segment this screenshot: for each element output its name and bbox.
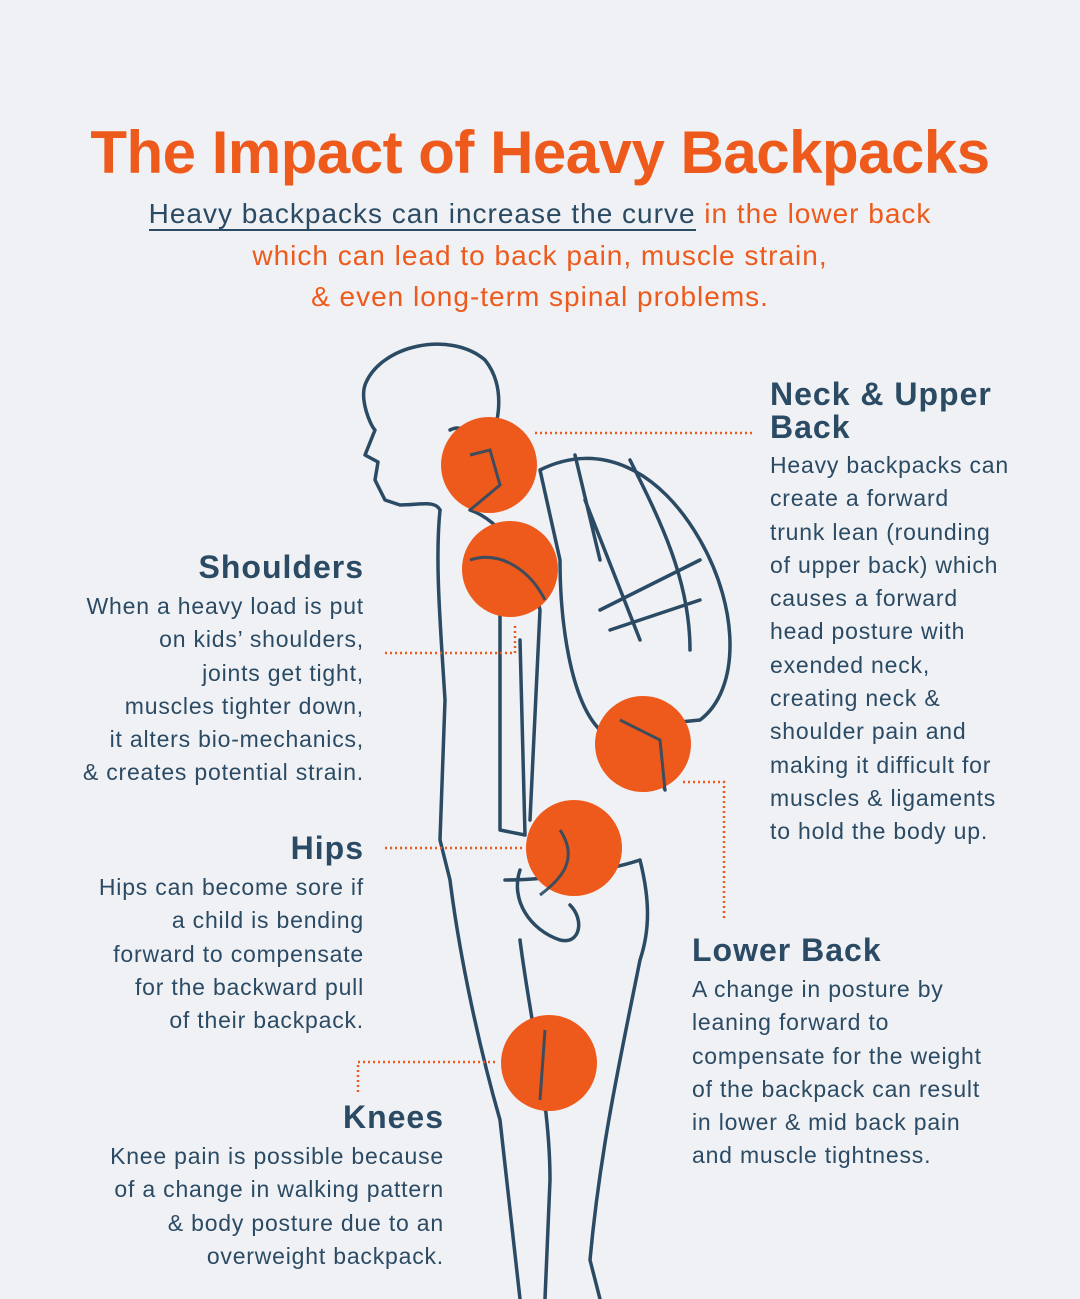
text-line: muscles & ligaments — [770, 784, 997, 811]
subtitle-line1-rest: in the lower back — [695, 198, 932, 229]
text-line: Neck & Upper — [770, 376, 992, 412]
text-line: making it difficult for — [770, 751, 992, 778]
marker-shoulder — [462, 521, 558, 617]
text-line: A change in posture by — [692, 976, 944, 1002]
knees-heading: Knees — [342, 1099, 444, 1135]
shoulders-body: When a heavy load is put on kids’ shoulde… — [83, 590, 364, 790]
text-line: joints get tight, — [202, 659, 364, 686]
leader-lines — [356, 431, 755, 1092]
marker-hip — [526, 800, 622, 896]
knees-body: Knee pain is possible because of a change… — [110, 1140, 444, 1273]
text-line: and muscle tightness. — [692, 1142, 932, 1169]
leader-shoulders — [385, 625, 517, 655]
text-line: exended neck, — [770, 651, 931, 678]
text-line: of their backpack. — [169, 1007, 364, 1034]
section-knees: Knees Knee pain is possible because of a … — [110, 1101, 444, 1273]
section-shoulders: Shoulders When a heavy load is put on kid… — [83, 551, 364, 790]
text-line: Back — [770, 409, 851, 445]
text-line: head posture with — [770, 618, 966, 645]
text-line: of the backpack can result — [692, 1075, 981, 1102]
text-line: forward to compensate — [113, 940, 364, 967]
subtitle: Heavy backpacks can increase the curve i… — [0, 193, 1080, 318]
hips-heading: Hips — [290, 830, 364, 866]
text-line: Hips can become sore if — [98, 874, 364, 900]
section-lower-back: Lower Back A change in posture by leaning… — [692, 934, 982, 1173]
subtitle-line2: which can lead to back pain, muscle stra… — [252, 239, 828, 271]
marker-lower-back — [595, 696, 691, 792]
text-line: on kids’ shoulders, — [159, 626, 364, 653]
text-line: for the backward pull — [134, 973, 364, 1000]
subtitle-line3: & even long-term spinal problems. — [311, 281, 769, 312]
subtitle-emphasis: Heavy backpacks can increase the curve — [148, 198, 696, 231]
page-title: The Impact of Heavy Backpacks — [90, 119, 990, 186]
text-line: to hold the body up. — [770, 818, 989, 845]
text-line: a child is bending — [171, 907, 364, 934]
text-line: & creates potential strain. — [82, 759, 364, 786]
lower-back-body: A change in posture by leaning forward to… — [692, 973, 982, 1173]
leader-knees — [356, 1060, 495, 1092]
marker-knee — [501, 1015, 597, 1111]
text-line: muscles tighter down, — [124, 692, 364, 719]
text-line: When a heavy load is put — [86, 593, 364, 619]
text-line: it alters bio-mechanics, — [109, 726, 364, 753]
text-line: causes a forward — [770, 585, 958, 612]
text-line: overweight backpack. — [206, 1242, 444, 1269]
text-line: trunk lean (rounding — [770, 518, 991, 545]
figure-overlay-lines — [469, 448, 667, 1101]
leader-lower-back — [683, 780, 726, 920]
text-line: compensate for the weight — [692, 1042, 982, 1069]
pain-markers — [441, 417, 691, 1111]
text-line: leaning forward to — [692, 1009, 890, 1036]
lower-back-heading: Lower Back — [692, 932, 882, 968]
text-line: of a change in walking pattern — [114, 1176, 444, 1203]
text-line: of upper back) which — [770, 551, 999, 578]
text-line: Heavy backpacks can — [770, 452, 1009, 478]
text-line: create a forward — [770, 485, 949, 512]
text-line: shoulder pain and — [770, 718, 967, 745]
marker-neck — [441, 417, 537, 513]
section-hips: Hips Hips can become sore if a child is b… — [99, 832, 364, 1037]
shoulders-heading: Shoulders — [198, 549, 364, 585]
hips-body: Hips can become sore if a child is bendin… — [99, 871, 364, 1037]
text-line: & body posture due to an — [167, 1209, 444, 1236]
text-line: in lower & mid back pain — [692, 1109, 961, 1136]
text-line: creating neck & — [770, 685, 941, 712]
neck-body: Heavy backpacks can create a forward trunk… — [770, 449, 1009, 849]
text-line: Knee pain is possible because — [110, 1143, 444, 1169]
